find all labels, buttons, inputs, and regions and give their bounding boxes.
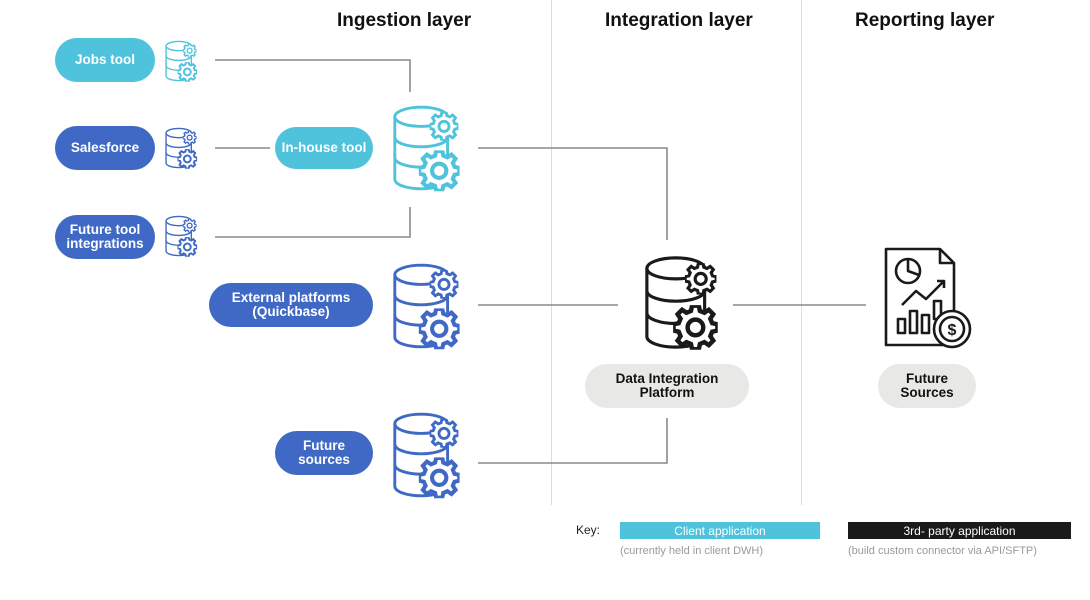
database-gear-icon (385, 258, 467, 354)
database-gear-icon (162, 125, 200, 171)
node-future-tool-label: Future tool integrations (66, 221, 144, 251)
node-reporting-future-sources: Future Sources (878, 364, 976, 408)
database-gear-icon (385, 100, 467, 196)
column-divider-1 (551, 0, 552, 505)
node-future-sources-label: Future sources (298, 437, 350, 467)
key-third-party-application: 3rd- party application (848, 522, 1071, 539)
link-future-sources-to-dip (478, 418, 668, 464)
svg-text:$: $ (948, 322, 957, 339)
node-jobs-tool: Jobs tool (55, 38, 155, 82)
node-external-label: External platforms (Quickbase) (231, 289, 351, 319)
node-in-house-tool: In-house tool (275, 127, 373, 169)
node-reporting-future-label: Future Sources (900, 370, 954, 400)
node-data-integration-platform: Data Integration Platform (585, 364, 749, 408)
link-inhouse-to-dip (478, 147, 668, 240)
node-dip-label: Data Integration Platform (615, 370, 719, 400)
header-reporting-layer: Reporting layer (855, 10, 995, 31)
column-divider-2 (801, 0, 802, 505)
key-label: Key: (576, 523, 601, 537)
link-future-tool-to-inhouse-db (215, 207, 411, 238)
key-client-note: (currently held in client DWH) (620, 545, 764, 557)
node-external-platforms: External platforms (Quickbase) (209, 283, 373, 327)
database-gear-icon (162, 213, 200, 259)
database-gear-icon (162, 38, 200, 84)
financial-report-icon: $ (884, 247, 972, 349)
node-future-tool-integrations: Future tool integrations (55, 215, 155, 259)
database-gear-icon (385, 407, 467, 503)
link-jobs-to-inhouse-db (215, 59, 411, 92)
header-integration-layer: Integration layer (605, 10, 753, 31)
node-future-sources: Future sources (275, 431, 373, 475)
node-salesforce: Salesforce (55, 126, 155, 170)
node-jobs-tool-label: Jobs tool (75, 51, 135, 67)
database-gear-icon (636, 250, 726, 355)
header-ingestion-layer: Ingestion layer (337, 10, 472, 31)
key-client-application: Client application (620, 522, 820, 539)
node-salesforce-label: Salesforce (70, 139, 140, 155)
key-third-party-note: (build custom connector via API/SFTP) (848, 545, 1037, 557)
node-in-house-label: In-house tool (281, 139, 367, 155)
